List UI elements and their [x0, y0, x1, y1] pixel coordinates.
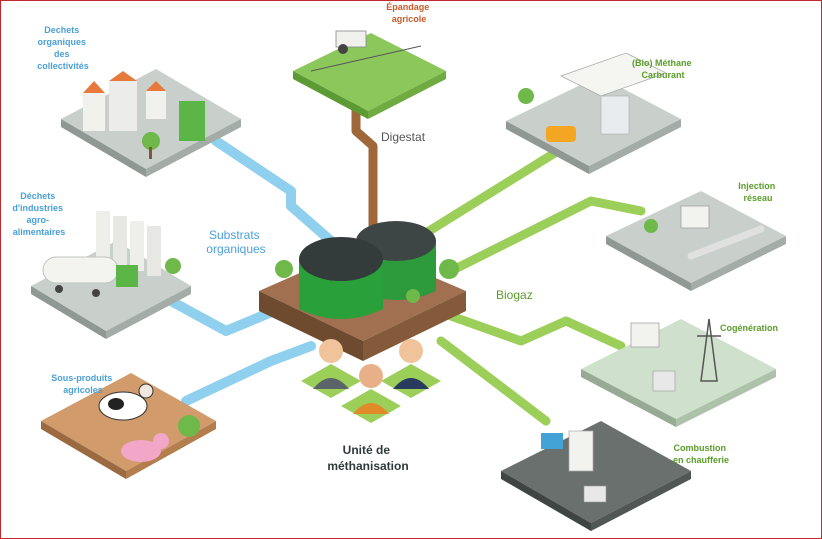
methanisation-unit	[259, 221, 466, 361]
label-biogaz: Biogaz	[496, 288, 533, 302]
tile-epandage	[293, 30, 446, 119]
label-epandage: Épandage agricole	[386, 2, 432, 24]
label-industries: Déchets d'industries agro- alimentaires	[12, 191, 65, 237]
label-agricoles: Sous-produits agricoles	[51, 373, 115, 395]
pipe-digestat	[351, 91, 378, 231]
pipe-methane	[416, 141, 571, 241]
people-operators	[301, 339, 441, 423]
label-unite-methanisation: Unité de méthanisation	[327, 443, 408, 473]
label-substrats: Substrats organiques	[206, 228, 265, 256]
tile-injection	[606, 191, 786, 291]
pipe-cogeneration	[446, 311, 626, 351]
tile-industries	[31, 211, 191, 339]
tile-cogeneration	[581, 318, 776, 427]
label-combustion: Combustion en chaufferie	[673, 443, 729, 465]
label-collectivites: Dechets organiques des collectivités	[37, 25, 89, 71]
biogaz-pipes	[416, 141, 646, 426]
pipe-collectivites	[211, 136, 336, 246]
tile-methane	[506, 52, 681, 174]
tile-collectivites	[61, 69, 241, 177]
pipe-injection	[446, 196, 646, 276]
pipe-agricoles	[181, 341, 316, 406]
tile-agricoles	[41, 373, 216, 479]
pipe-combustion	[436, 336, 551, 426]
label-injection: Injection réseau	[738, 181, 778, 203]
tile-combustion	[501, 421, 691, 531]
label-methane: (Bio) Méthane Carburant	[632, 58, 694, 80]
label-digestat: Digestat	[381, 130, 426, 144]
label-cogeneration: Cogénération	[720, 323, 778, 333]
